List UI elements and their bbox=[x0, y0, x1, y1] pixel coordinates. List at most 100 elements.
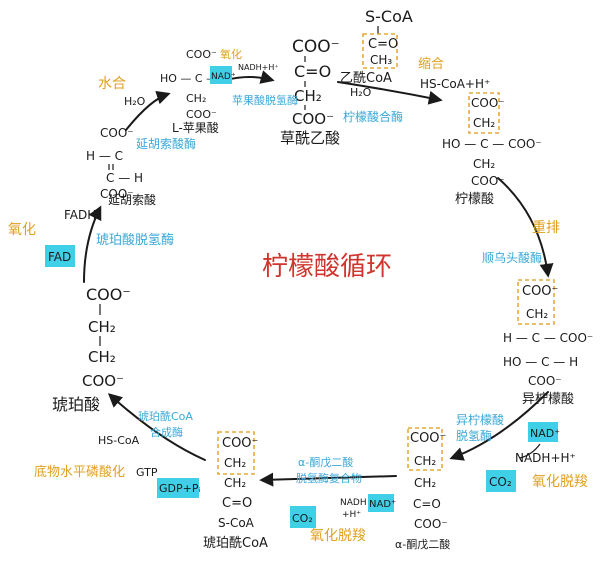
svg-text:CH₂: CH₂ bbox=[186, 92, 206, 105]
nad-box-3: NAD⁺ bbox=[211, 72, 236, 82]
svg-text:CH₃: CH₃ bbox=[370, 53, 392, 67]
rearrangement-tag: 重排 bbox=[532, 220, 560, 236]
svg-text:CH₂: CH₂ bbox=[224, 476, 246, 490]
fumarate-name: 延胡索酸 bbox=[108, 192, 156, 207]
oxidative-decarboxylation-tag: 氧化脱羧 bbox=[532, 474, 588, 490]
svg-text:COO⁻: COO⁻ bbox=[186, 108, 217, 121]
svg-text:HO — C — COO⁻: HO — C — COO⁻ bbox=[442, 137, 542, 151]
gdp-box: GDP+Pᵢ bbox=[159, 482, 200, 495]
svg-text:CH₂: CH₂ bbox=[88, 318, 116, 336]
svg-text:CH₂: CH₂ bbox=[473, 157, 495, 171]
malate-dh-label: 苹果酸脱氢酶 bbox=[232, 93, 298, 107]
svg-text:C=O: C=O bbox=[222, 496, 252, 511]
succinyl-synthetase-label-1: 琥珀酰CoA bbox=[138, 409, 193, 423]
svg-text:COO⁻: COO⁻ bbox=[410, 431, 446, 446]
alpha-kg-dehydrogenase-step: α-酮戊二酸 脱氢酶复合物 NAD⁺ NADH +H⁺ CO₂ 氧化脱羧 bbox=[259, 455, 397, 544]
condensation-tag: 缩合 bbox=[418, 56, 444, 72]
svg-text:COO⁻: COO⁻ bbox=[414, 517, 448, 531]
fumarase-step: 延胡索酸酶 H₂O 水合 bbox=[98, 76, 196, 151]
isocitrate-dehydrogenase-step: 异柠檬酸 脱氢酶 NAD⁺ NADH+H⁺ CO₂ 氧化脱羧 bbox=[449, 391, 588, 492]
svg-text:NADH+H⁺: NADH+H⁺ bbox=[238, 63, 279, 72]
succinate: COO⁻ CH₂ CH₂ COO⁻ 琥珀酸 bbox=[52, 285, 131, 414]
l-malate-name: L-苹果酸 bbox=[172, 120, 219, 135]
svg-text:NADH+H⁺: NADH+H⁺ bbox=[515, 451, 576, 465]
citrate-name: 柠檬酸 bbox=[455, 192, 494, 207]
svg-text:H₂O: H₂O bbox=[350, 86, 372, 99]
isocitrate-dh-label-1: 异柠檬酸 bbox=[456, 412, 504, 427]
svg-text:COO⁻: COO⁻ bbox=[82, 372, 124, 390]
nad-box-2: NAD⁺ bbox=[369, 499, 396, 510]
akg-dh-label-2: 脱氢酶复合物 bbox=[296, 471, 362, 485]
alpha-ketoglutarate: COO⁻ CH₂ CH₂ C=O COO⁻ α-酮戊二酸 bbox=[395, 427, 450, 551]
svg-text:CH₂: CH₂ bbox=[414, 476, 436, 490]
succinate-name: 琥珀酸 bbox=[52, 395, 100, 414]
isocitrate: COO⁻ CH₂ H — C — COO⁻ HO — C — H COO⁻ 异柠… bbox=[503, 279, 593, 407]
acetyl-coa-name: 乙酰CoA bbox=[340, 71, 392, 86]
co2-box-2: CO₂ bbox=[292, 512, 313, 525]
svg-text:HS-CoA+H⁺: HS-CoA+H⁺ bbox=[420, 77, 490, 91]
citrate-synthase-step: HS-CoA+H⁺ H₂O 柠檬酸合酶 缩合 bbox=[337, 56, 490, 124]
succinyl-synthetase-label-2: 合成酶 bbox=[150, 425, 183, 439]
citrate: COO⁻ CH₂ HO — C — COO⁻ CH₂ COO⁻ 柠檬酸 bbox=[442, 92, 542, 207]
malate-dehydrogenase-step: NAD⁺ NADH+H⁺ 苹果酸脱氢酶 氧化 bbox=[210, 47, 298, 107]
alpha-ketoglutarate-name: α-酮戊二酸 bbox=[395, 537, 450, 551]
svg-text:CH₂: CH₂ bbox=[224, 456, 246, 470]
svg-text:HO — C — H: HO — C — H bbox=[503, 355, 578, 369]
svg-text:NADH: NADH bbox=[340, 498, 367, 508]
succinate-dh-label: 琥珀酸脱氢酶 bbox=[96, 232, 174, 248]
hydration-tag: 水合 bbox=[98, 76, 126, 92]
svg-text:H₂O: H₂O bbox=[124, 95, 146, 108]
acetyl-coa: S-CoA C=O CH₃ 乙酰CoA bbox=[340, 7, 413, 86]
co2-box: CO₂ bbox=[489, 475, 512, 489]
svg-text:CH₂: CH₂ bbox=[88, 348, 116, 366]
oxidation-tag-2: 氧化 bbox=[220, 47, 242, 61]
cycle-title: 柠檬酸循环 bbox=[262, 252, 392, 282]
fad-box: FAD bbox=[48, 250, 71, 264]
svg-text:CH₂: CH₂ bbox=[294, 87, 322, 105]
citrate-synthase-label: 柠檬酸合酶 bbox=[343, 109, 403, 124]
svg-text:COO⁻: COO⁻ bbox=[222, 436, 258, 451]
svg-text:COO⁻: COO⁻ bbox=[100, 187, 134, 201]
svg-text:CH₂: CH₂ bbox=[526, 307, 548, 321]
substrate-level-phosphorylation-tag: 底物水平磷酸化 bbox=[34, 464, 125, 480]
svg-text:S-CoA: S-CoA bbox=[365, 7, 413, 26]
svg-text:+H⁺: +H⁺ bbox=[342, 510, 361, 520]
svg-text:S-CoA: S-CoA bbox=[218, 516, 255, 530]
svg-text:COO⁻: COO⁻ bbox=[292, 37, 340, 57]
isocitrate-name: 异柠檬酸 bbox=[522, 392, 574, 407]
aconitase-step: 重排 顺乌头酸酶 bbox=[482, 177, 560, 278]
svg-text:COO⁻: COO⁻ bbox=[86, 285, 131, 304]
aconitase-label: 顺乌头酸酶 bbox=[482, 250, 542, 265]
svg-text:COO⁻: COO⁻ bbox=[292, 110, 334, 128]
svg-text:H — C — COO⁻: H — C — COO⁻ bbox=[503, 331, 593, 345]
akg-dh-label-1: α-酮戊二酸 bbox=[298, 455, 353, 469]
succinate-dehydrogenase-step: 琥珀酸脱氢酶 FAD FADH₂ 氧化 bbox=[8, 205, 174, 283]
svg-text:COO⁻: COO⁻ bbox=[522, 284, 558, 299]
l-malate: COO⁻ HO — C — H CH₂ COO⁻ L-苹果酸 bbox=[160, 48, 229, 135]
svg-text:C=O: C=O bbox=[368, 37, 398, 52]
nad-box: NAD⁺ bbox=[530, 427, 560, 440]
svg-text:COO⁻: COO⁻ bbox=[471, 174, 505, 188]
succinyl-coa-synthetase-step: 琥珀酰CoA 合成酶 HS-CoA GTP GDP+Pᵢ 底物水平磷酸化 bbox=[34, 393, 206, 498]
svg-text:COO⁻: COO⁻ bbox=[471, 96, 505, 110]
oxaloacetate: COO⁻ C=O CH₂ COO⁻ 草酰乙酸 bbox=[280, 37, 340, 147]
oxaloacetate-name: 草酰乙酸 bbox=[280, 129, 340, 147]
succinyl-coa: COO⁻ CH₂ CH₂ C=O S-CoA 琥珀酰CoA bbox=[203, 431, 268, 551]
svg-text:HS-CoA: HS-CoA bbox=[98, 434, 140, 447]
svg-text:H — C: H — C bbox=[86, 149, 123, 163]
oxidation-tag: 氧化 bbox=[8, 222, 36, 238]
svg-text:GTP: GTP bbox=[136, 466, 158, 479]
svg-text:COO⁻: COO⁻ bbox=[528, 374, 562, 388]
oxidative-decarboxylation-tag-2: 氧化脱羧 bbox=[310, 528, 366, 544]
svg-text:FADH₂: FADH₂ bbox=[64, 208, 101, 222]
succinyl-coa-name: 琥珀酰CoA bbox=[203, 536, 268, 551]
svg-text:COO⁻: COO⁻ bbox=[186, 48, 217, 61]
isocitrate-dh-label-2: 脱氢酶 bbox=[456, 428, 492, 443]
fumarase-label: 延胡索酸酶 bbox=[136, 136, 196, 151]
svg-text:CH₂: CH₂ bbox=[414, 454, 436, 468]
svg-text:C — H: C — H bbox=[106, 171, 143, 185]
svg-text:C=O: C=O bbox=[413, 497, 441, 511]
svg-text:C=O: C=O bbox=[294, 62, 331, 81]
svg-text:CH₂: CH₂ bbox=[473, 116, 495, 130]
